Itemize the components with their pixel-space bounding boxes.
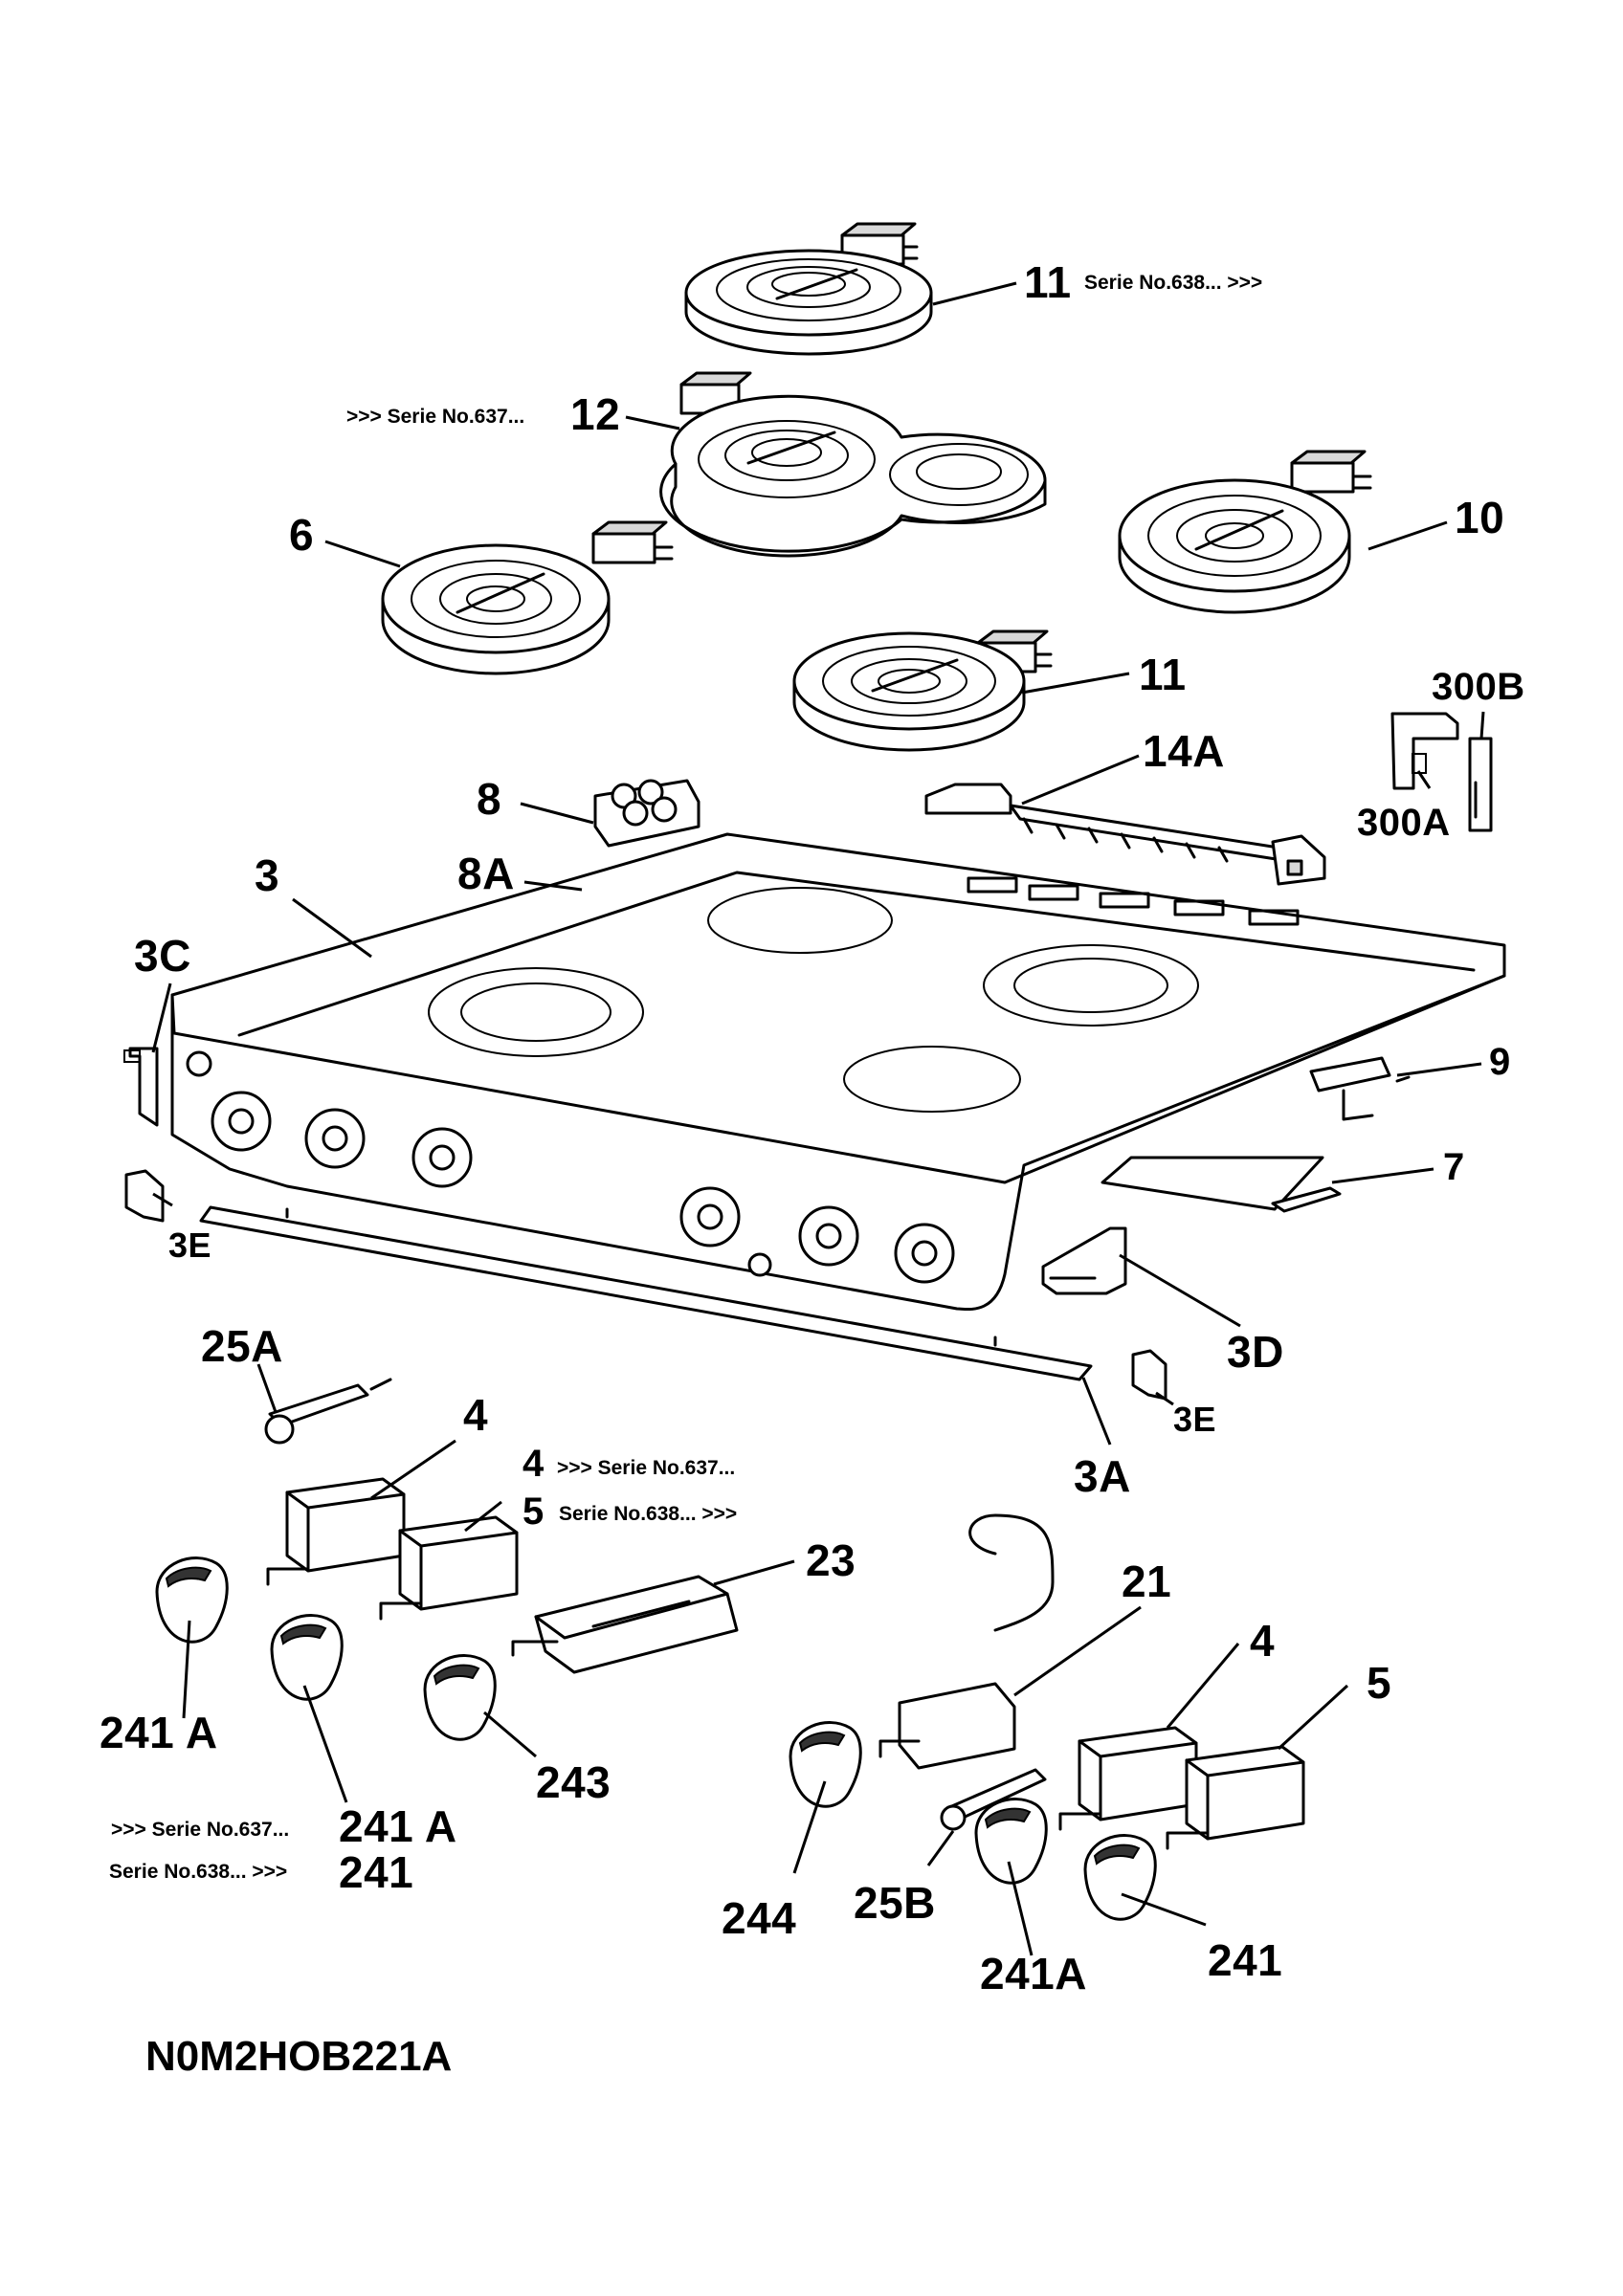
callout-11-top: 11: [1024, 257, 1072, 307]
callout-5-right: 5: [1367, 1658, 1392, 1708]
knob-241a-bottom: [974, 1798, 1048, 1885]
callout-7: 7: [1443, 1146, 1465, 1188]
hotplate-6: [381, 520, 674, 675]
callout-244: 244: [722, 1893, 797, 1943]
callout-3e-left: 3E: [168, 1225, 212, 1265]
serie-note-241a: >>> Serie No.637...: [111, 1819, 290, 1841]
callout-3d: 3D: [1227, 1327, 1284, 1377]
hotplate-11-middle: [792, 629, 1053, 752]
hotplate-10: [1118, 450, 1372, 614]
callout-5-serie: 5: [522, 1490, 545, 1533]
callout-9: 9: [1489, 1041, 1511, 1083]
regulator-4-right: [1058, 1726, 1198, 1831]
callout-8: 8: [477, 774, 502, 824]
indicator-25a: [264, 1378, 392, 1445]
callout-243: 243: [536, 1757, 611, 1807]
serie-note-11: Serie No.638... >>>: [1084, 272, 1263, 294]
callout-300b: 300B: [1432, 666, 1525, 708]
callout-12: 12: [570, 389, 621, 439]
callout-10: 10: [1455, 493, 1505, 542]
diagram-code: N0M2HOB221A: [145, 2033, 453, 2080]
bracket-300a: [1390, 712, 1459, 790]
callout-3c: 3C: [134, 931, 191, 981]
callout-14a: 14A: [1143, 726, 1225, 776]
front-trim-3a: [199, 1205, 1093, 1381]
regulator-4-left: [266, 1477, 406, 1586]
callout-4-right: 4: [1250, 1616, 1276, 1666]
serie-note-4: >>> Serie No.637...: [557, 1457, 736, 1479]
indicator-25b: [940, 1768, 1047, 1831]
callout-8a: 8A: [457, 849, 515, 898]
thermostat-23: [511, 1575, 739, 1674]
callout-23: 23: [806, 1535, 856, 1585]
callout-241a-serie: 241 A: [339, 1801, 457, 1851]
regulator-5-left: [379, 1515, 519, 1621]
serie-note-5: Serie No.638... >>>: [559, 1503, 738, 1525]
callout-241-serie: 241: [339, 1847, 414, 1897]
bracket-3e-left: [124, 1169, 165, 1223]
knob-244: [789, 1721, 862, 1808]
hotplate-11-top: [684, 222, 933, 356]
callout-21: 21: [1122, 1556, 1172, 1606]
switch-block-14a: [924, 783, 1326, 886]
bracket-300b: [1468, 737, 1493, 832]
callout-241a-left: 241 A: [100, 1708, 218, 1757]
bracket-3e-right: [1131, 1349, 1167, 1401]
leader-lines: [151, 281, 1485, 1956]
knob-243: [423, 1654, 497, 1741]
callout-25a: 25A: [201, 1321, 283, 1371]
timer-21: [878, 1513, 1055, 1770]
callout-241a-bottom: 241A: [980, 1949, 1087, 1998]
callout-3: 3: [255, 850, 280, 900]
bracket-9: [1309, 1056, 1411, 1121]
hotplate-12-dual: [659, 371, 1047, 558]
callout-4-serie: 4: [522, 1443, 545, 1485]
callout-3a: 3A: [1074, 1451, 1131, 1501]
side-bracket-3d: [1041, 1226, 1127, 1295]
callout-25b: 25B: [854, 1878, 936, 1928]
cooktop-3: [170, 832, 1506, 1312]
knob-241a-left: [155, 1556, 229, 1644]
terminal-block-8: [593, 779, 700, 848]
callout-11-middle: 11: [1139, 650, 1187, 699]
callout-300a: 300A: [1357, 802, 1451, 844]
regulator-5-right: [1166, 1745, 1305, 1850]
callout-3e-right: 3E: [1173, 1400, 1217, 1439]
callout-6: 6: [289, 510, 315, 560]
callout-241-bottom: 241: [1208, 1935, 1283, 1985]
control-bezels: [186, 1050, 955, 1284]
serie-note-241: Serie No.638... >>>: [109, 1861, 288, 1883]
side-bracket-3c: [123, 1047, 159, 1127]
knob-241a-serie: [270, 1614, 344, 1701]
rail-7: [1101, 1156, 1342, 1213]
serie-note-12: >>> Serie No.637...: [346, 406, 525, 428]
knob-241-bottom: [1083, 1834, 1157, 1921]
callout-4-left: 4: [463, 1390, 489, 1440]
